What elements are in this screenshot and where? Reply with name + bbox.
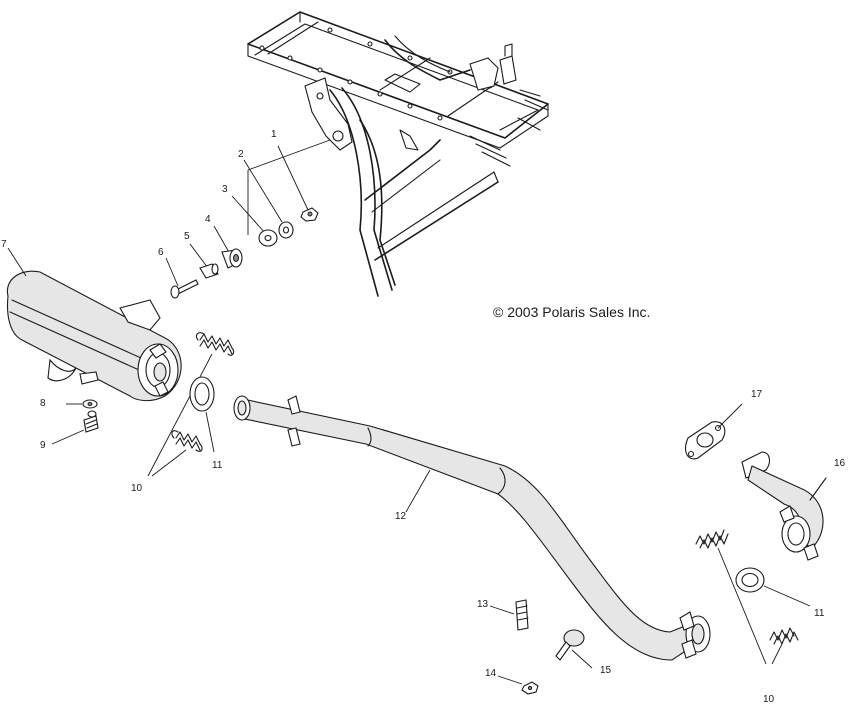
callout-16: 16 — [834, 458, 846, 469]
part-13-spring — [515, 599, 529, 631]
callout-6: 6 — [158, 247, 164, 258]
part-6-bolt — [170, 279, 199, 299]
callout-12: 12 — [395, 511, 407, 522]
callout-11-right: 11 — [814, 608, 825, 619]
callout-1: 1 — [271, 129, 277, 140]
part-16-exhaust-elbow — [741, 451, 827, 561]
part-8-washer — [82, 399, 98, 409]
part-10-spring-lower-right — [769, 627, 799, 645]
vehicle-frame — [247, 11, 549, 297]
part-10-spring-upper-right — [695, 529, 729, 549]
leader-lines-upper — [165, 139, 331, 287]
callout-2: 2 — [238, 149, 244, 160]
callout-3: 3 — [222, 184, 228, 195]
part-10-spring-upper-left — [195, 332, 235, 356]
part-15-bolt — [555, 629, 585, 661]
callout-15: 15 — [600, 665, 612, 676]
callout-9: 9 — [40, 440, 46, 451]
callout-10-right: 10 — [763, 694, 775, 704]
part-12-head-pipe — [233, 395, 711, 661]
copyright-notice: © 2003 Polaris Sales Inc. — [493, 304, 651, 320]
part-1-nut — [300, 207, 319, 222]
callout-7: 7 — [1, 239, 7, 250]
callout-11-left: 11 — [212, 460, 223, 471]
part-5-bushing — [199, 263, 219, 279]
part-7-muffler — [6, 270, 182, 402]
part-10-spring-lower-left — [171, 430, 203, 452]
part-4-grommet — [221, 248, 243, 269]
part-11-gasket-left — [189, 376, 215, 412]
callout-17: 17 — [751, 389, 763, 400]
part-14-nut — [521, 681, 539, 695]
callout-4: 4 — [205, 214, 211, 225]
callout-8: 8 — [40, 398, 46, 409]
part-2-washer — [278, 221, 294, 239]
callout-5: 5 — [184, 231, 190, 242]
part-9-screw — [83, 410, 99, 433]
callout-14: 14 — [485, 668, 497, 679]
part-3-washer — [258, 229, 278, 247]
part-11-gasket-right — [735, 567, 765, 593]
callout-10-left: 10 — [131, 483, 143, 494]
callout-13: 13 — [477, 599, 489, 610]
